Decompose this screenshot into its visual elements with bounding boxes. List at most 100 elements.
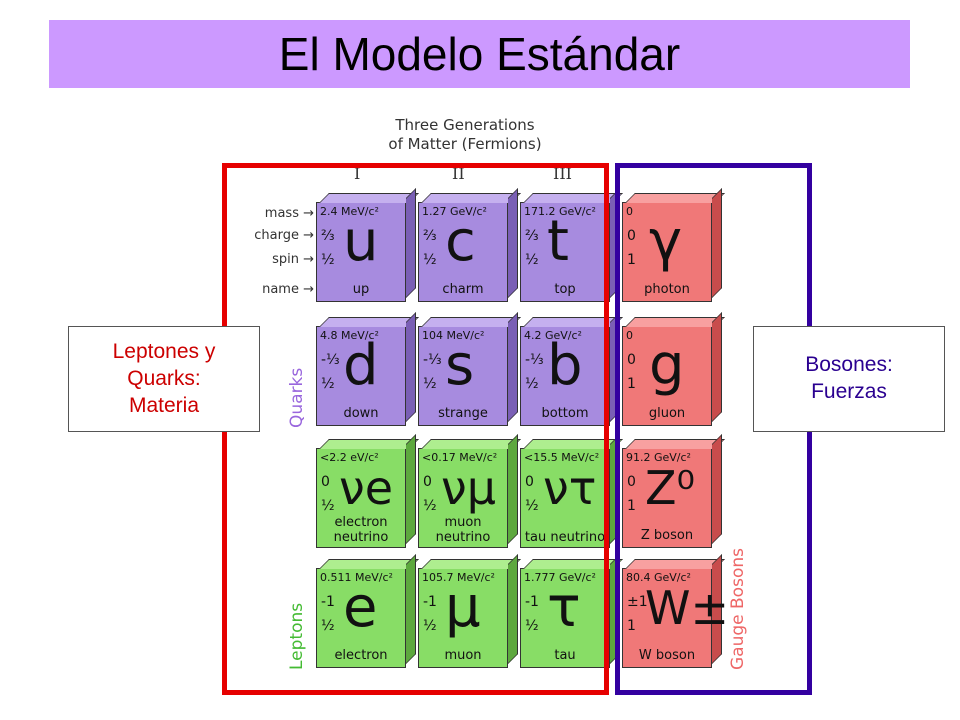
particle-mass: 1.27 GeV/c² bbox=[422, 205, 487, 218]
particle-name: charm bbox=[442, 282, 484, 297]
particle-charge: -1 bbox=[525, 594, 539, 610]
matter-callout: Leptones y Quarks: Materia bbox=[68, 326, 260, 432]
particle-charge: -1 bbox=[321, 594, 335, 610]
particle-spin: 1 bbox=[627, 252, 636, 268]
page-title: El Modelo Estándar bbox=[278, 28, 681, 80]
particle-name: up bbox=[352, 282, 370, 297]
particle-mass: <2.2 eV/c² bbox=[320, 451, 379, 464]
particle-spin: ½ bbox=[321, 252, 335, 268]
particle-symbol: τ bbox=[547, 575, 581, 640]
particle-symbol: b bbox=[547, 333, 583, 398]
particle-spin: 1 bbox=[627, 376, 636, 392]
particle-symbol: t bbox=[547, 209, 569, 274]
particle-spin: ½ bbox=[423, 618, 437, 634]
title-banner: El Modelo Estándar bbox=[49, 20, 910, 88]
particle-name: muon neutrino bbox=[435, 515, 491, 545]
particle-charge: -⅓ bbox=[525, 352, 544, 368]
particle-name: Z boson bbox=[640, 528, 694, 543]
particle-spin: ½ bbox=[525, 618, 539, 634]
particle-charge: ⅔ bbox=[525, 228, 539, 244]
particle-spin: ½ bbox=[423, 376, 437, 392]
particle-mass: 171.2 GeV/c² bbox=[524, 205, 596, 218]
particle-mass: <0.17 MeV/c² bbox=[422, 451, 498, 464]
particle-spin: ½ bbox=[321, 376, 335, 392]
forces-callout: Bosones: Fuerzas bbox=[753, 326, 945, 432]
particle-name: bottom bbox=[541, 406, 589, 421]
matter-callout-line2: Quarks: bbox=[127, 367, 201, 390]
particle-mass: 105.7 MeV/c² bbox=[422, 571, 495, 584]
particle-charge: 0 bbox=[627, 228, 636, 244]
matter-callout-line3: Materia bbox=[128, 394, 200, 417]
charge-label: charge → bbox=[254, 228, 314, 243]
particle-spin: ½ bbox=[525, 498, 539, 514]
particle-charge: ±1 bbox=[627, 594, 648, 610]
particle-symbol: γ bbox=[649, 209, 683, 274]
generation-label-1: I bbox=[354, 164, 361, 183]
particle-symbol: e bbox=[343, 575, 378, 640]
particle-charge: 0 bbox=[627, 474, 636, 490]
particle-mass: 0 bbox=[626, 329, 633, 342]
particle-spin: ½ bbox=[423, 252, 437, 268]
particle-name: down bbox=[343, 406, 379, 421]
particle-name: electron bbox=[334, 648, 388, 663]
particle-symbol: g bbox=[649, 333, 685, 398]
particle-spin: ½ bbox=[525, 252, 539, 268]
particle-charge: 0 bbox=[627, 352, 636, 368]
particle-name: tau bbox=[554, 648, 576, 663]
matter-callout-line1: Leptones y bbox=[112, 340, 216, 363]
particle-mass: 0 bbox=[626, 205, 633, 218]
particle-spin: ½ bbox=[525, 376, 539, 392]
particle-name: strange bbox=[438, 406, 488, 421]
particle-spin: 1 bbox=[627, 498, 636, 514]
particle-name: tau neutrino bbox=[524, 530, 606, 545]
name-label: name → bbox=[262, 282, 314, 297]
particle-mass: 104 MeV/c² bbox=[422, 329, 485, 342]
particle-symbol: c bbox=[445, 209, 476, 274]
particle-symbol: W± bbox=[645, 581, 730, 635]
mass-label: mass → bbox=[264, 206, 314, 221]
spin-label: spin → bbox=[272, 252, 314, 267]
particle-charge: 0 bbox=[321, 474, 330, 490]
particle-symbol: μ bbox=[445, 575, 481, 640]
particle-mass: 1.777 GeV/c² bbox=[524, 571, 596, 584]
particle-mass: 0.511 MeV/c² bbox=[320, 571, 393, 584]
particle-charge: ⅔ bbox=[423, 228, 437, 244]
particle-charge: ⅔ bbox=[321, 228, 335, 244]
forces-callout-line2: Fuerzas bbox=[811, 380, 887, 403]
particle-symbol: νμ bbox=[441, 461, 496, 515]
particle-name: photon bbox=[644, 282, 690, 297]
generation-label-2: II bbox=[452, 164, 465, 183]
particle-symbol: νe bbox=[339, 461, 393, 515]
particle-charge: -⅓ bbox=[321, 352, 340, 368]
particle-charge: -⅓ bbox=[423, 352, 442, 368]
generations-header-line1: Three Generations bbox=[395, 116, 535, 134]
particle-charge: 0 bbox=[525, 474, 534, 490]
particle-symbol: ντ bbox=[543, 461, 597, 515]
generation-label-3: III bbox=[553, 164, 572, 183]
particle-symbol: s bbox=[445, 333, 475, 398]
particle-spin: 1 bbox=[627, 618, 636, 634]
generations-header: Three Generations of Matter (Fermions) bbox=[340, 116, 590, 154]
particle-charge: 0 bbox=[423, 474, 432, 490]
matter-frame bbox=[222, 163, 609, 695]
particle-mass: 4.2 GeV/c² bbox=[524, 329, 582, 342]
particle-symbol: Z⁰ bbox=[645, 461, 695, 515]
particle-spin: ½ bbox=[423, 498, 437, 514]
particle-name: electron neutrino bbox=[333, 515, 389, 545]
particle-name: gluon bbox=[648, 406, 686, 421]
